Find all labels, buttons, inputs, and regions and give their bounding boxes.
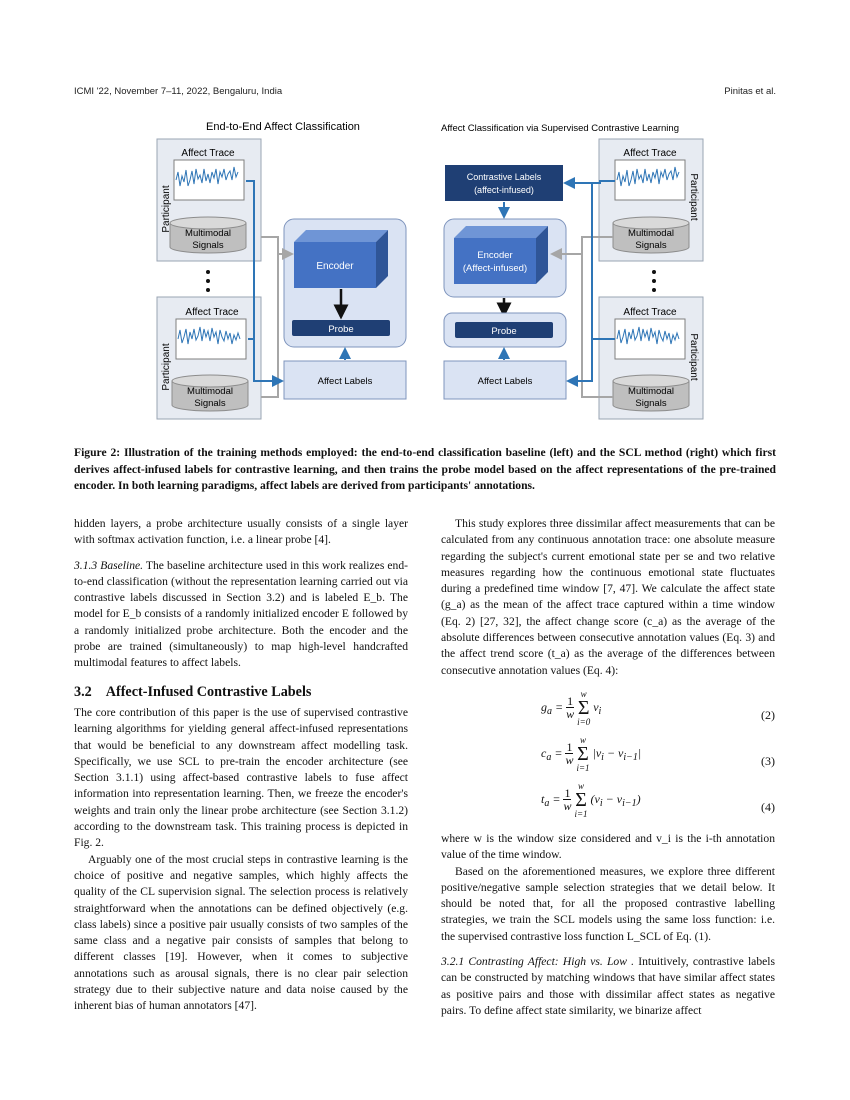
database-cylinder (612, 216, 690, 254)
probe-label: Probe (491, 326, 516, 337)
figure-caption: Figure 2: Illustration of the training m… (74, 446, 776, 492)
left-column: hidden layers, a probe architecture usua… (74, 516, 408, 1015)
signals-label: Signals (635, 240, 666, 251)
database-cylinder (612, 374, 690, 412)
equation-number: (4) (761, 799, 775, 814)
database-cylinder (169, 216, 247, 254)
running-header-venue: ICMI '22, November 7–11, 2022, Bengaluru… (74, 86, 283, 97)
affect-trace-signal (177, 326, 241, 345)
right-connector-arrows (550, 177, 615, 398)
section-3-1-3-title: 3.1.3 Baseline. (74, 558, 144, 572)
ellipsis-dots (652, 270, 656, 292)
left-participant-top: Participant Affect Trace Multimodal Sign… (156, 138, 262, 262)
section-title: Affect-Infused Contrastive Labels (105, 683, 312, 700)
section-3-2-1-title: 3.2.1 Contrasting Affect: High vs. Low . (441, 955, 635, 969)
paragraph-window-size: where w is the window size considered an… (441, 831, 775, 862)
participant-label: Participant (161, 343, 172, 390)
right-diagram-title: Affect Classification via Supervised Con… (441, 123, 679, 134)
participant-label: Participant (161, 185, 172, 232)
paragraph-continuation: hidden layers, a probe architecture usua… (74, 517, 408, 547)
affect-trace-signal (616, 326, 680, 345)
figure-2-diagram: End-to-End Affect Classification Affect … (156, 121, 704, 420)
section-3-1-3-text: The baseline architecture used in this w… (74, 558, 408, 670)
signals-label: Signals (192, 240, 223, 251)
left-model-container: Encoder Probe (283, 218, 407, 348)
affect-labels-box (443, 360, 567, 400)
paragraph-measures: This study explores three dissimilar aff… (441, 517, 775, 677)
contrastive-labels-subtext: (affect-infused) (474, 185, 534, 195)
left-connector-arrows (246, 180, 294, 398)
probe-box (292, 320, 390, 336)
contrastive-labels-box: Contrastive Labels (affect-infused) (445, 165, 563, 201)
affect-labels-text: Affect Labels (318, 376, 373, 387)
right-participant-bottom: Participant Affect Trace Multimodal Sign… (598, 296, 704, 420)
left-participant-bottom: Participant Affect Trace Multimodal Sign… (156, 296, 262, 420)
running-header-authors: Pinitas et al. (724, 86, 776, 97)
participant-label: Participant (688, 333, 699, 380)
right-column: This study explores three dissimilar aff… (441, 516, 775, 1019)
equation-number: (3) (761, 753, 775, 768)
affect-trace-label: Affect Trace (185, 307, 239, 318)
database-cylinder (171, 374, 249, 412)
encoder-cube: Encoder (294, 230, 388, 288)
left-diagram-title: End-to-End Affect Classification (206, 121, 360, 133)
affect-trace-signal (175, 166, 239, 187)
affect-labels-box (283, 360, 407, 400)
encoder-ai-label: Encoder (477, 250, 512, 261)
affect-labels-text: Affect Labels (478, 376, 533, 387)
probe-label: Probe (328, 324, 353, 335)
right-participant-top: Participant Affect Trace Multimodal Sign… (598, 138, 704, 262)
section-number: 3.2 (74, 683, 92, 700)
encoder-ai-sublabel: (Affect-infused) (463, 263, 527, 274)
affect-trace-label: Affect Trace (623, 307, 677, 318)
affect-trace-label: Affect Trace (623, 148, 677, 159)
affect-trace-label: Affect Trace (181, 148, 235, 159)
multimodal-label: Multimodal (187, 386, 233, 397)
affect-trace-signal (616, 166, 680, 187)
probe-box (455, 322, 553, 338)
encoder-label: Encoder (316, 261, 354, 272)
section-3-2-heading: 3.2 Affect-Infused Contrastive Labels (74, 684, 408, 700)
right-model-container: Encoder (Affect-infused) (443, 218, 567, 298)
signals-label: Signals (194, 398, 225, 409)
signals-label: Signals (635, 398, 666, 409)
section-3-2-1: 3.2.1 Contrasting Affect: High vs. Low .… (441, 954, 775, 1019)
paragraph-strategies: Based on the aforementioned measures, we… (441, 864, 775, 943)
section-3-1-3: 3.1.3 Baseline. The baseline architectur… (74, 558, 408, 672)
paragraph-core-contribution: The core contribution of this paper is t… (74, 705, 408, 850)
section-3-2-1-text: Intuitively, contrastive labels can be c… (441, 955, 775, 1017)
contrastive-labels-text: Contrastive Labels (467, 172, 542, 182)
multimodal-label: Multimodal (628, 386, 674, 397)
paragraph-positive-negative: Arguably one of the most crucial steps i… (74, 852, 408, 1013)
multimodal-label: Multimodal (628, 228, 674, 239)
ellipsis-dots (206, 270, 210, 292)
equation-number: (2) (761, 707, 775, 722)
right-probe-container: Probe (443, 312, 567, 348)
multimodal-label: Multimodal (185, 228, 231, 239)
participant-label: Participant (688, 173, 699, 220)
